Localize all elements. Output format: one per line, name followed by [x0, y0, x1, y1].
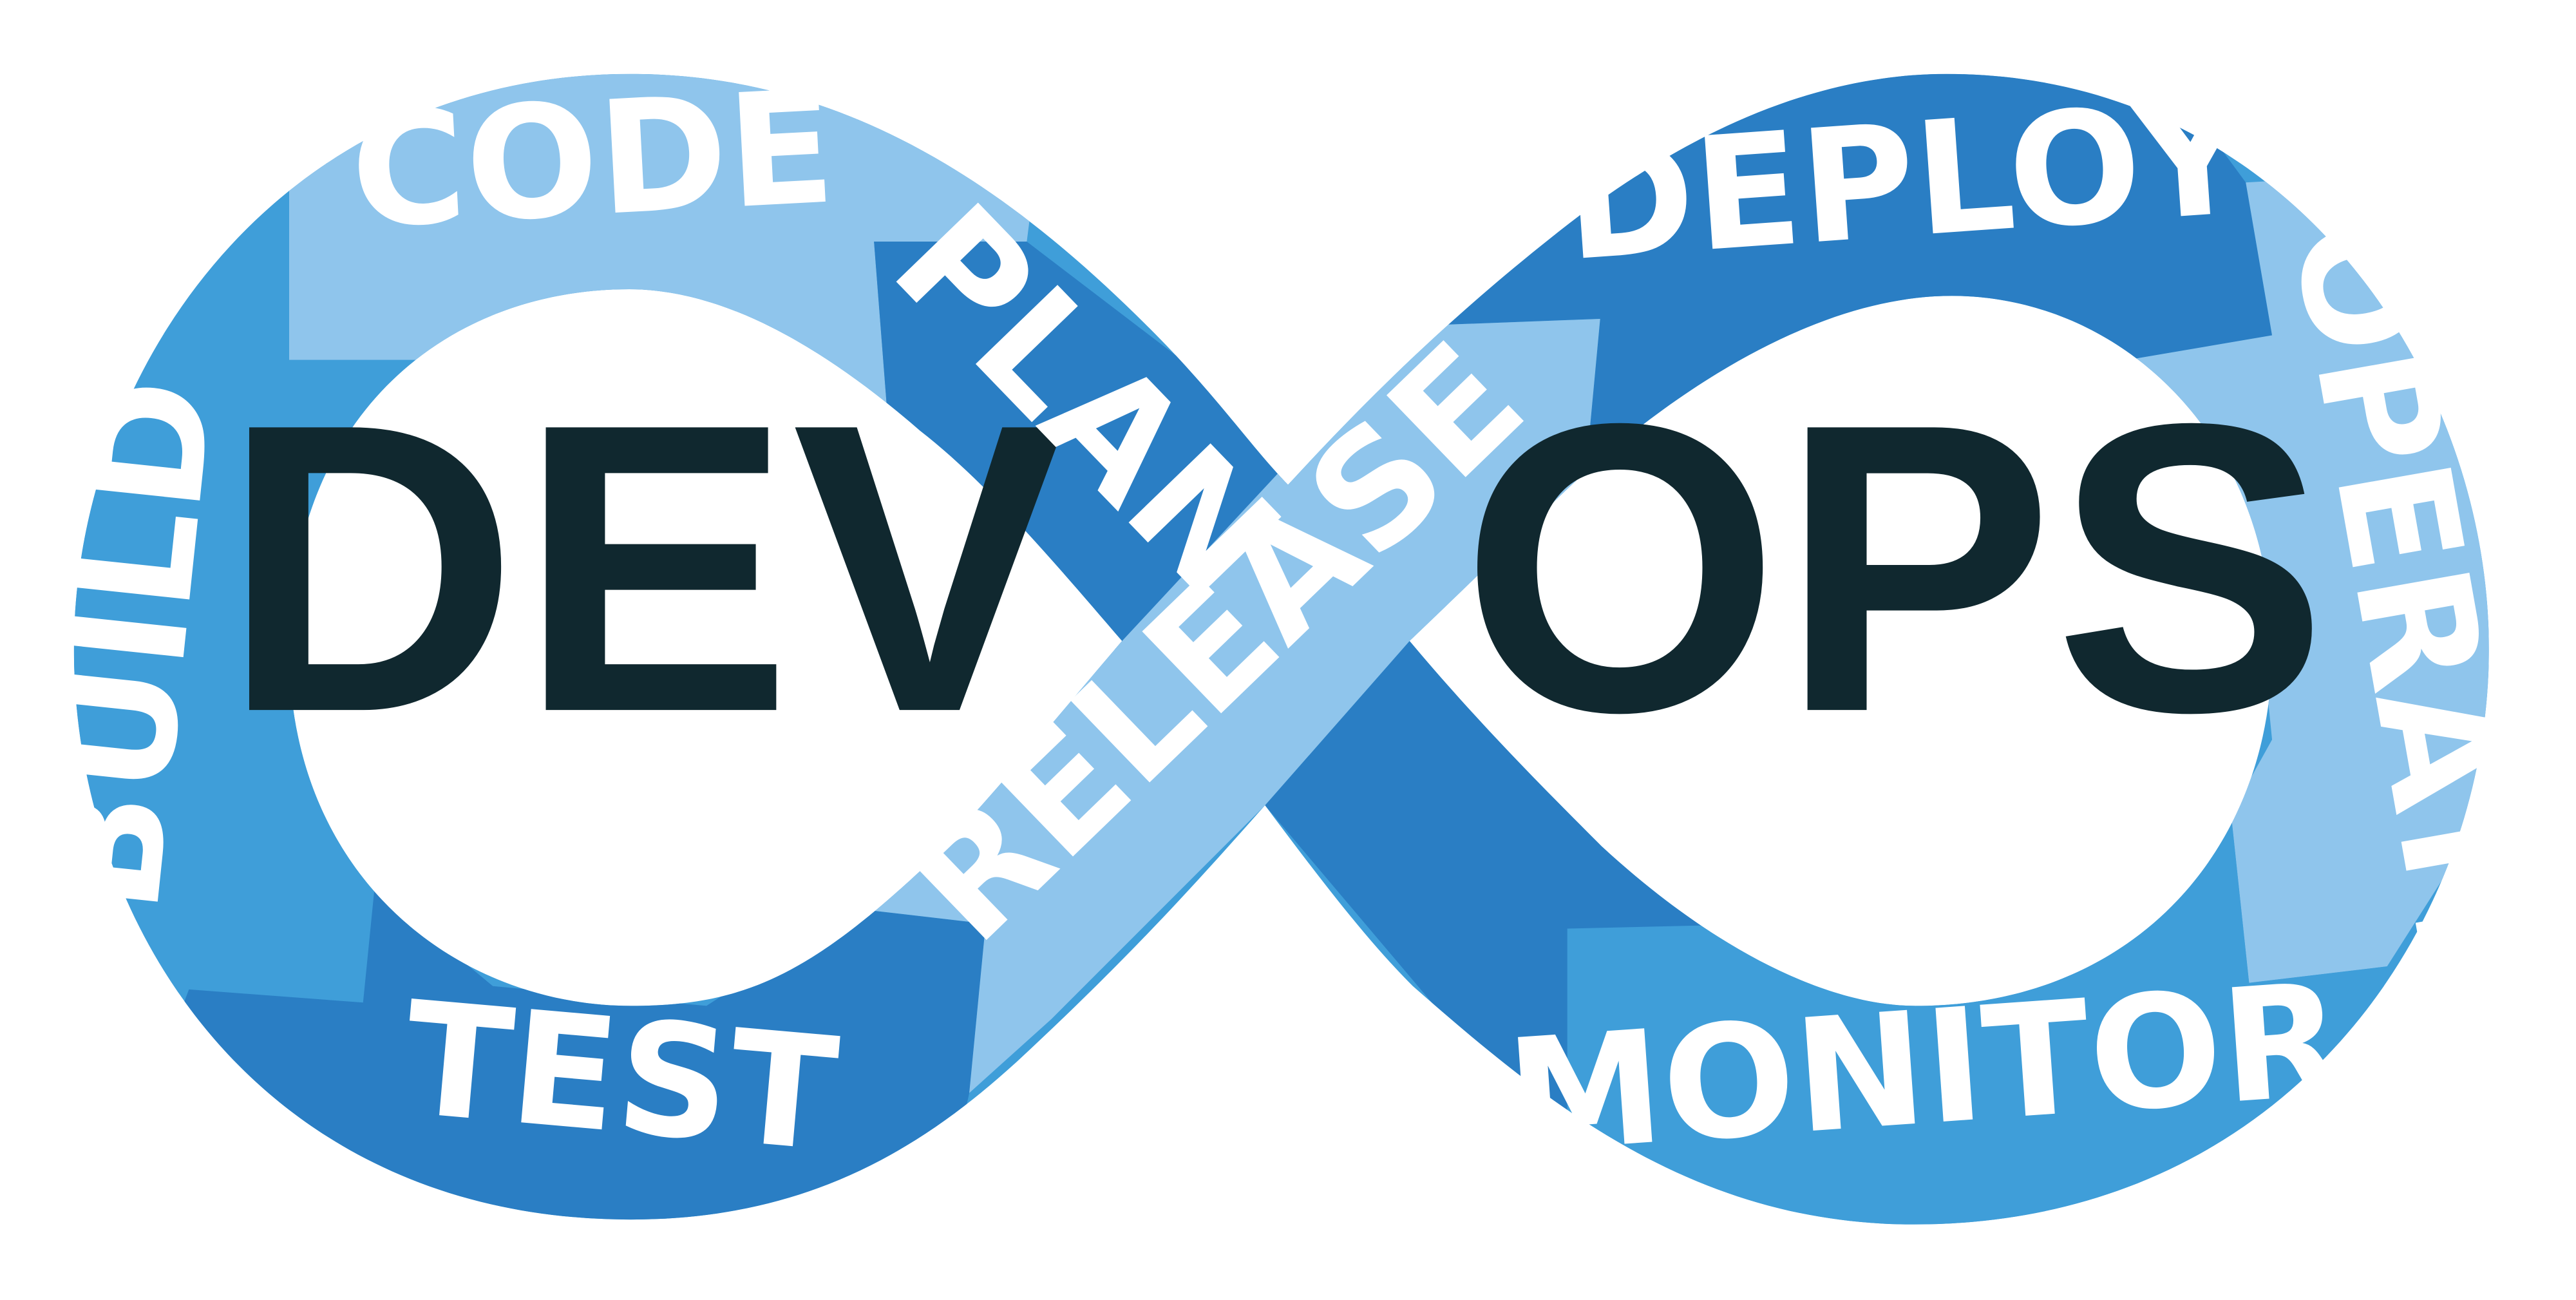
segment-crossing-dark — [1265, 641, 1709, 1118]
dev-label: DEV — [222, 339, 1068, 798]
stage-label-test: TEST — [397, 968, 844, 1187]
stage-label-code: CODE — [346, 57, 838, 263]
ops-label: OPS — [1461, 339, 2328, 798]
segment-code — [289, 73, 1052, 411]
segment-plan — [874, 242, 1298, 658]
segment-release — [857, 318, 1600, 1093]
